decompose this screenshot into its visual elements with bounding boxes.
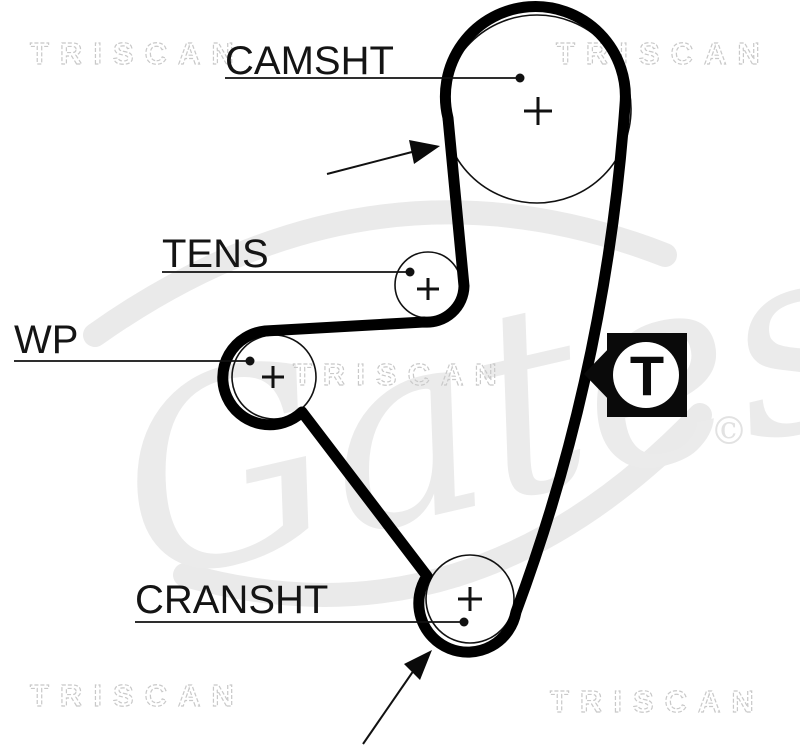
triscan-watermark-bottom-right: TRISCAN bbox=[550, 684, 765, 719]
arrow-shaft bbox=[362, 669, 415, 745]
gates-flourish-top bbox=[83, 200, 677, 347]
gates-flourish-bottom bbox=[173, 403, 712, 607]
camshaft-center-mark bbox=[524, 97, 552, 125]
belt-direction-arrow-top bbox=[326, 140, 440, 175]
crankshaft-leader-dot bbox=[459, 617, 469, 627]
tensioner-label: TENS bbox=[162, 232, 269, 276]
camshaft-label: CAMSHT bbox=[225, 39, 394, 83]
tensioner-center-mark bbox=[417, 278, 439, 300]
gates-copyright-mark: © bbox=[710, 409, 748, 453]
water-pump-leader-dot bbox=[245, 356, 255, 366]
crankshaft-label: CRANSHT bbox=[135, 578, 328, 622]
timing-mark-letter: T bbox=[630, 344, 664, 407]
tensioner-leader-dot bbox=[405, 267, 415, 277]
water-pump-center-mark bbox=[262, 366, 284, 388]
triscan-watermarks: TRISCAN TRISCAN TRISCAN TRISCAN TRISCAN bbox=[29, 35, 771, 719]
belt-direction-arrow-bottom bbox=[362, 650, 432, 745]
triscan-watermark-top-left: TRISCAN bbox=[30, 36, 245, 71]
arrow-shaft bbox=[326, 151, 413, 175]
camshaft-leader-dot bbox=[515, 73, 525, 83]
water-pump-label: WP bbox=[14, 318, 78, 362]
triscan-watermark-middle: TRISCAN bbox=[293, 357, 508, 392]
triscan-watermark-top-right: TRISCAN bbox=[556, 36, 771, 71]
timing-belt-path bbox=[217, 1, 631, 658]
triscan-watermark-bottom-left: TRISCAN bbox=[30, 678, 245, 713]
timing-mark-circle bbox=[613, 342, 679, 408]
timing-mark-left-arrowhead-icon bbox=[584, 344, 613, 404]
arrowhead-icon bbox=[404, 650, 432, 680]
crankshaft-center-mark bbox=[458, 587, 482, 611]
crankshaft-pulley-circle bbox=[425, 554, 515, 644]
timing-mark-icon: T bbox=[584, 333, 687, 417]
arrowhead-icon bbox=[409, 140, 440, 164]
